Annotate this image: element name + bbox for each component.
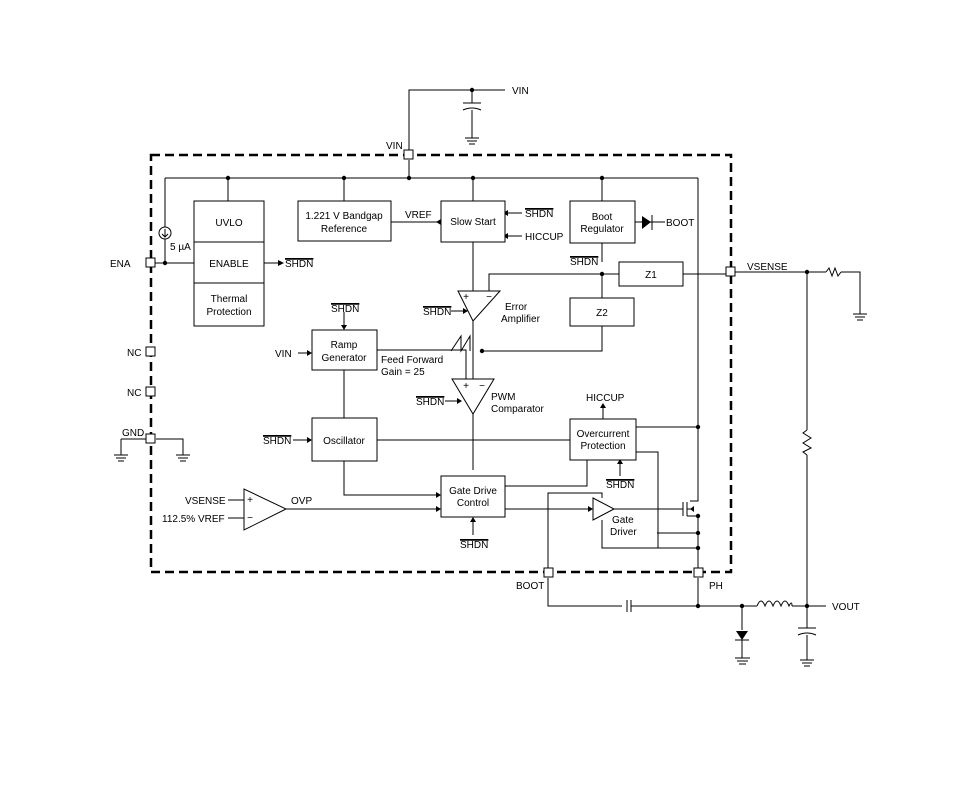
- error-amp-shdn-label: SHDN: [423, 307, 451, 318]
- pwm-minus: −: [479, 381, 485, 392]
- uvlo-label: UVLO: [215, 218, 242, 229]
- thermal-label-2: Protection: [206, 307, 251, 318]
- ramp-label-2: Generator: [321, 353, 367, 364]
- slow-start-shdn-label: SHDN: [525, 209, 553, 220]
- vout-label: VOUT: [832, 602, 860, 613]
- error-amp-label-2: Amplifier: [501, 314, 541, 325]
- gate-drive-label-1: Gate Drive: [449, 486, 497, 497]
- feed-forward-label-2: Gain = 25: [381, 367, 425, 378]
- oscillator-shdn-label: SHDN: [263, 436, 291, 447]
- boot-pin-label: BOOT: [516, 581, 544, 592]
- bandgap-label-1: 1.221 V Bandgap: [305, 211, 383, 222]
- nc-pin-label-2: NC: [127, 388, 141, 399]
- z1-block: Z1: [618, 261, 684, 287]
- overcurrent-hiccup-label: HICCUP: [586, 393, 625, 404]
- thermal-label-1: Thermal: [211, 294, 248, 305]
- overcurrent-shdn-label: SHDN: [606, 480, 634, 491]
- overcurrent-label-2: Protection: [580, 441, 625, 452]
- ovp-minus: −: [247, 513, 253, 524]
- ena-pin-label: ENA: [110, 259, 131, 270]
- error-amp-plus: +: [463, 292, 469, 303]
- thermal-protection-block: Thermal Protection: [193, 282, 265, 327]
- gate-driver: [592, 497, 616, 521]
- gate-driver-label-2: Driver: [610, 527, 637, 538]
- wires: [114, 89, 867, 667]
- ramp-generator-block: Ramp Generator: [311, 329, 378, 371]
- gate-drive-shdn-label: SHDN: [460, 540, 488, 551]
- ramp-label-1: Ramp: [331, 340, 358, 351]
- uvlo-block: UVLO: [193, 200, 265, 243]
- error-amplifier: + −: [457, 290, 502, 322]
- vin-supply-label: VIN: [512, 86, 529, 97]
- z2-block: Z2: [569, 297, 635, 327]
- ovp-label: OVP: [291, 496, 312, 507]
- pwm-comparator: + −: [451, 378, 495, 415]
- nc-pin-label-1: NC: [127, 348, 141, 359]
- enable-label: ENABLE: [209, 259, 249, 270]
- ovp-vsense-label: VSENSE: [185, 496, 226, 507]
- boot-regulator-block: Boot Regulator: [569, 200, 636, 244]
- junction-dots: [162, 87, 810, 609]
- pwm-shdn-label: SHDN: [416, 397, 444, 408]
- ic-boundary: [149, 153, 733, 574]
- ovp-plus: +: [247, 495, 253, 506]
- slow-start-hiccup-label: HICCUP: [525, 232, 564, 243]
- oscillator-block: Oscillator: [311, 417, 378, 462]
- gnd-pin-label: GND: [122, 428, 144, 439]
- current-source-label: 5 µA: [170, 242, 191, 253]
- enable-shdn-output: SHDN: [285, 259, 313, 270]
- boot-regulator-label-1: Boot: [592, 212, 613, 223]
- overcurrent-protection-block: Overcurrent Protection: [569, 418, 637, 461]
- error-amp-label-1: Error: [505, 302, 528, 313]
- vsense-pin-label: VSENSE: [747, 262, 788, 273]
- bandgap-reference-block: 1.221 V Bandgap Reference: [297, 200, 392, 242]
- ovp-comparator: + −: [243, 488, 288, 531]
- z2-label: Z2: [596, 308, 608, 319]
- vin-pin-label: VIN: [386, 141, 403, 152]
- error-amp-minus: −: [486, 292, 492, 303]
- gate-drive-control-block: Gate Drive Control: [440, 475, 506, 518]
- ovp-vref-label: 112.5% VREF: [162, 514, 225, 525]
- slow-start-block: Slow Start: [440, 200, 506, 243]
- bandgap-label-2: Reference: [321, 224, 368, 235]
- pwm-label-2: Comparator: [491, 404, 544, 415]
- gate-driver-label-1: Gate: [612, 515, 634, 526]
- feed-forward-label-1: Feed Forward: [381, 355, 443, 366]
- enable-block: ENABLE: [193, 241, 265, 284]
- ramp-vin-label: VIN: [275, 349, 292, 360]
- z1-label: Z1: [645, 270, 657, 281]
- ph-pin-label: PH: [709, 581, 723, 592]
- gate-drive-label-2: Control: [457, 498, 489, 509]
- slow-start-label: Slow Start: [450, 217, 496, 228]
- pwm-label-1: PWM: [491, 392, 515, 403]
- vref-label: VREF: [405, 210, 432, 221]
- overcurrent-label-1: Overcurrent: [577, 429, 630, 440]
- pin-squares: [145, 149, 736, 578]
- passives: [158, 215, 842, 641]
- boot-regulator-shdn-label: SHDN: [570, 257, 598, 268]
- boot-regulator-label-2: Regulator: [580, 224, 624, 235]
- ramp-shdn-label: SHDN: [331, 304, 359, 315]
- boot-output-label: BOOT: [666, 218, 694, 229]
- oscillator-label: Oscillator: [323, 436, 365, 447]
- pwm-plus: +: [463, 381, 469, 392]
